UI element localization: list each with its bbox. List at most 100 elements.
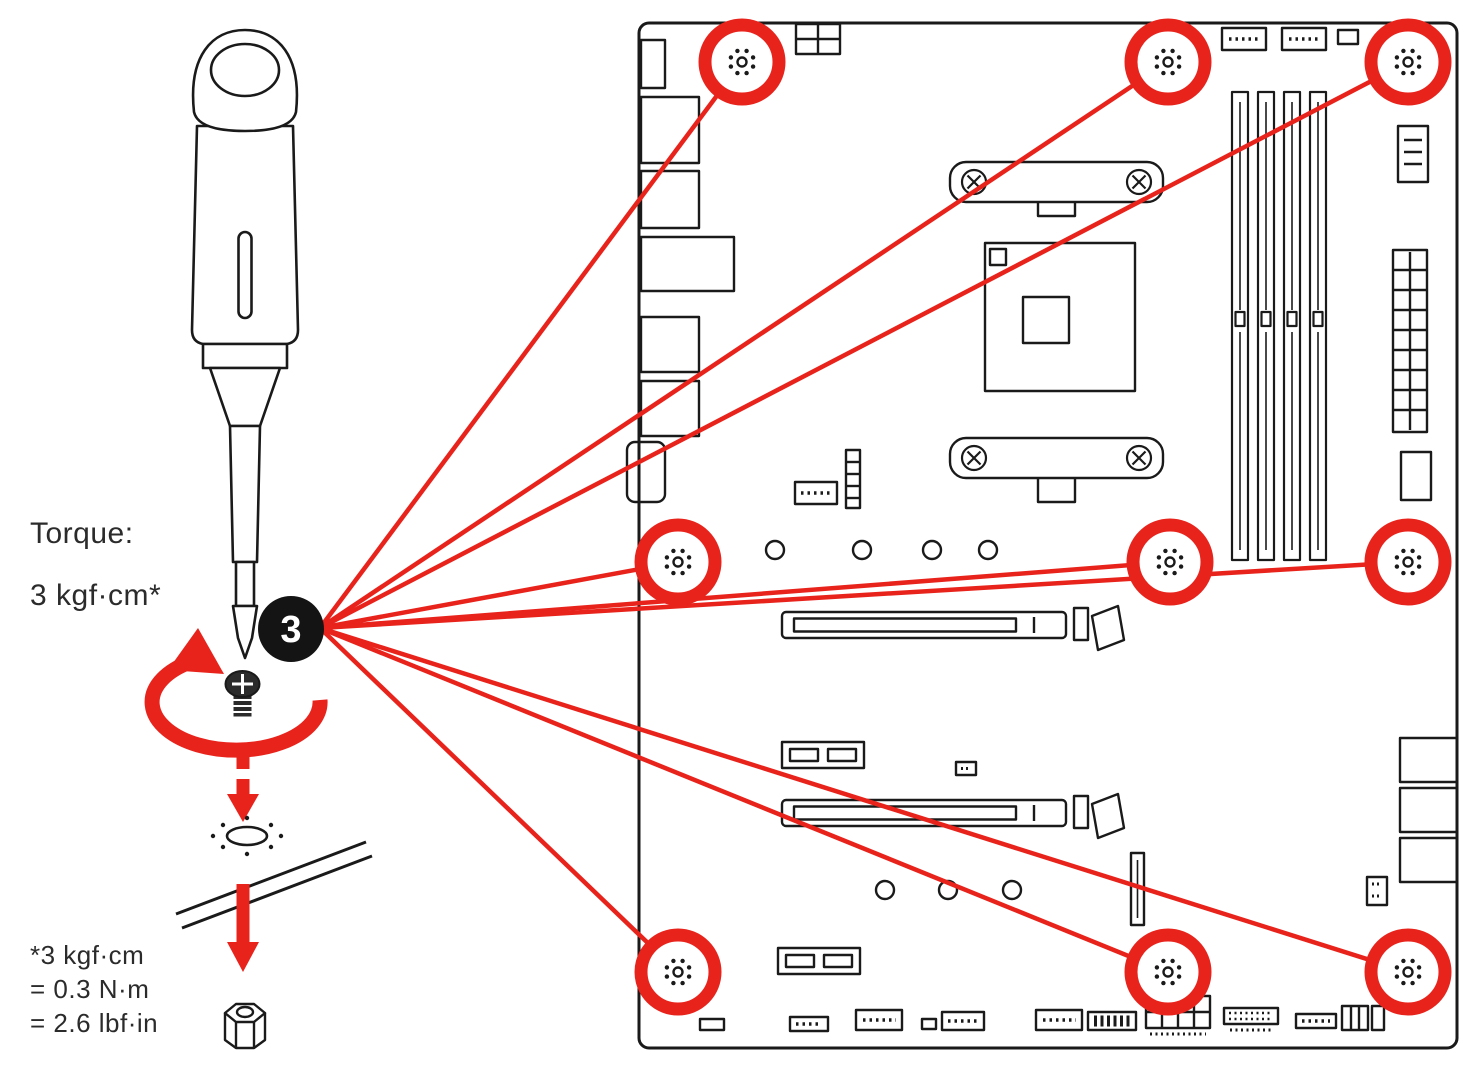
screw-hole-dot — [680, 958, 685, 964]
screw-hole-dot — [1410, 548, 1415, 554]
callout-line — [318, 60, 744, 630]
screw-hole-dot — [1401, 70, 1406, 76]
screwdriver-collar — [201, 342, 289, 370]
marker-ring — [1124, 18, 1212, 106]
callout-line — [318, 60, 1410, 630]
step-number-text: 3 — [280, 609, 301, 651]
screw-hole-center — [1402, 556, 1414, 568]
screw-hole-dot — [728, 64, 734, 69]
screw-hole-dot — [1170, 48, 1175, 54]
torque-label-line2: 3 kgf·cm* — [30, 579, 162, 612]
screw-hole-center — [672, 556, 684, 568]
screw-mount-marker — [1364, 928, 1452, 1016]
screw-hole-dot — [686, 555, 692, 560]
screw-hole-dot — [1154, 965, 1160, 970]
atx-power-connector — [1391, 248, 1433, 502]
callout-line — [318, 60, 1170, 630]
screw-hole-dot — [1176, 974, 1182, 979]
step-number-badge: 3 — [258, 596, 324, 662]
dashed-down-arrow-head — [227, 794, 259, 822]
step-badge-circle — [258, 596, 324, 662]
screw-hole-dot — [1401, 980, 1406, 986]
footnote-line2: = 0.3 N·m — [30, 974, 150, 1004]
screw-hole-dot — [1170, 70, 1175, 76]
screw-hole-dot — [1154, 974, 1160, 979]
footnote-line1: *3 kgf·cm — [30, 940, 145, 970]
screw-hole-dot — [664, 555, 670, 560]
screw-hole-dot — [1172, 570, 1177, 576]
cpu-socket — [983, 241, 1137, 393]
callout-line — [319, 625, 1409, 975]
screw-hole-dot — [671, 980, 676, 986]
screw-hole-dot — [1416, 974, 1422, 979]
screw-hole-dot — [1178, 564, 1184, 569]
screw-hole-dot — [1156, 564, 1162, 569]
screw-hole-dot — [686, 564, 692, 569]
screw-hole-dot — [1394, 974, 1400, 979]
board-edge-lines — [175, 840, 373, 930]
screw-hole-dot — [1401, 48, 1406, 54]
screwdriver-handle-groove — [237, 230, 253, 320]
torque-action-illustration — [144, 628, 373, 1050]
screw-hole-dot — [1401, 570, 1406, 576]
motherboard-illustration — [625, 21, 1459, 1050]
m2-slot-2 — [776, 946, 862, 976]
pcie-slot-1 — [780, 604, 1126, 652]
screw-hole-dot — [686, 974, 692, 979]
screw-hole-dot — [1172, 548, 1177, 554]
bracket-screw-icon — [960, 444, 988, 472]
marker-ring — [1364, 928, 1452, 1016]
standoff-hole-icon — [210, 815, 284, 857]
screw-hole-dot — [750, 64, 756, 69]
screw-hole-dot — [1154, 55, 1160, 60]
header-grid-icon — [794, 22, 842, 56]
screw-hole-dot — [1154, 64, 1160, 69]
mid-board-holes — [764, 539, 999, 561]
dimm-slot — [1308, 90, 1328, 562]
screw-hole-dot — [1170, 958, 1175, 964]
screw-hole-dot — [1416, 555, 1422, 560]
bracket-screw-icon — [1125, 168, 1153, 196]
screw-hole-dot — [680, 980, 685, 986]
callout-lines-layer — [318, 18, 1452, 1016]
dimm-slot — [1230, 90, 1250, 562]
screw-hole-center — [736, 56, 748, 68]
pcie-slot-2 — [780, 792, 1126, 840]
screw-hole-dot — [671, 570, 676, 576]
screw-hole-dot — [1410, 980, 1415, 986]
screw-hole-dot — [1161, 70, 1166, 76]
screw-hole-dot — [744, 48, 749, 54]
screw-mount-marker — [1124, 928, 1212, 1016]
screw-hole-dot — [744, 70, 749, 76]
hex-standoff-icon — [223, 1002, 267, 1050]
callout-line — [318, 626, 680, 974]
screwdriver-shaft-tip-section — [234, 560, 256, 608]
down-arrow-head — [227, 942, 259, 972]
callout-line — [319, 559, 679, 631]
screw-hole-dot — [1170, 980, 1175, 986]
bracket-screw-icon — [1125, 444, 1153, 472]
screw-hole-dot — [664, 974, 670, 979]
screw-hole-dot — [728, 55, 734, 60]
screw-hole-dot — [1410, 70, 1415, 76]
screw-hole-dot — [1416, 55, 1422, 60]
screw-hole-dot — [671, 958, 676, 964]
screw-hole-dot — [1176, 64, 1182, 69]
screw-hole-dot — [750, 55, 756, 60]
screw-hole-dot — [1401, 548, 1406, 554]
dimm-slot — [1282, 90, 1302, 562]
callout-line — [319, 559, 1409, 631]
screw-hole-dot — [1394, 965, 1400, 970]
screw-mount-marker — [1126, 518, 1214, 606]
tiny-jumper — [954, 760, 978, 777]
screw-mount-marker — [1364, 518, 1452, 606]
cooler-bracket-bottom — [948, 436, 1165, 504]
screw-hole-dot — [1176, 55, 1182, 60]
screw-hole-dot — [1416, 965, 1422, 970]
screw-hole-dot — [1163, 570, 1168, 576]
dimm-slot — [1256, 90, 1276, 562]
rotation-arrow-arc — [144, 654, 328, 758]
screwdriver-taper — [208, 366, 282, 428]
screw-hole-dot — [1394, 64, 1400, 69]
